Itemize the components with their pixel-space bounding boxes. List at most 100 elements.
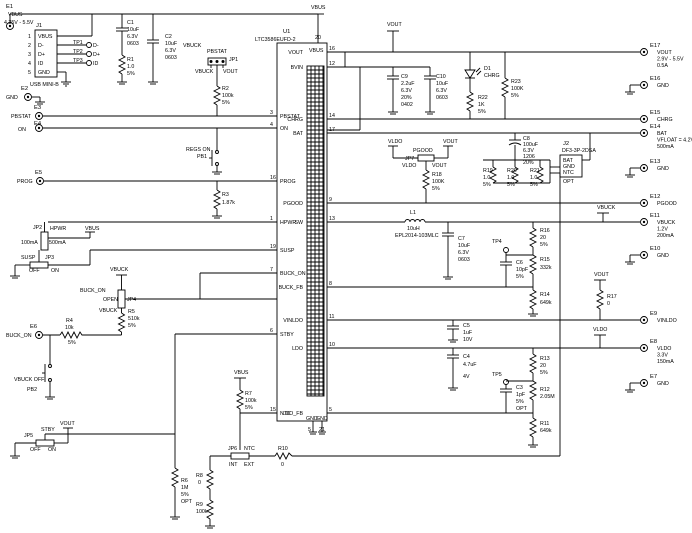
- testpoint-tp5[interactable]: TP5: [492, 372, 509, 389]
- r4-tol: 5%: [68, 340, 76, 346]
- ic-pin-left-num: 7: [270, 267, 273, 273]
- testpoint-tp3[interactable]: [86, 60, 92, 66]
- resistor-r1: R1 1.0 5%: [117, 54, 135, 85]
- ic-pin-right-name: SW: [294, 220, 303, 226]
- net-bat: [327, 132, 640, 161]
- r16-ref: R16: [540, 228, 550, 234]
- jumper-jp3[interactable]: SUSP JP3 OFF ON: [10, 249, 277, 279]
- testpoint-tp2[interactable]: [86, 51, 92, 57]
- jumper-jp1[interactable]: VBUCK PBSTAT JP1 VBUCK VOUT: [183, 43, 238, 86]
- r22-value: 1K: [478, 102, 485, 108]
- resistor-r14: R14 649k: [528, 289, 552, 317]
- jumper-jp7[interactable]: VLDO VOUT PGOOD JP7 VLDO VOUT: [388, 139, 458, 170]
- resistor-r9: R9 100k: [196, 499, 215, 529]
- r11-value: 649k: [540, 428, 552, 434]
- c3-opt: OPT: [516, 406, 528, 412]
- jumper-jp4[interactable]: VBUCK BUCK_ON OPEN JP4 VBUCK: [80, 267, 277, 314]
- r6-opt: OPT: [181, 499, 193, 505]
- jp5-on: ON: [48, 447, 56, 453]
- inductor-l1: L1 10uH EPL2014-103MLC: [395, 210, 439, 239]
- r22-tol: 5%: [478, 109, 486, 115]
- jp1-ref: JP1: [229, 57, 238, 63]
- c3-value: 1pF: [516, 392, 526, 398]
- terminal-e1[interactable]: E1 VBUS 4.35V - 5.5V: [4, 4, 92, 30]
- ic-thermal-pad: [307, 66, 324, 396]
- ic-pin-right-name: CHRG: [287, 117, 303, 123]
- terminal-e3[interactable]: E3 PBSTAT: [11, 105, 277, 120]
- terminal-e4[interactable]: E4 ON: [18, 121, 277, 150]
- r13-value: 20: [540, 363, 546, 369]
- r5-value: 510k: [128, 316, 140, 322]
- c7-ref: C7: [458, 236, 465, 242]
- r8-value: 0: [198, 480, 201, 486]
- resistor-r18: R18 100K 5%: [421, 169, 445, 203]
- ic-pin-right-num: 13: [329, 216, 335, 222]
- net-vinldo: [327, 319, 640, 326]
- terminal-e2[interactable]: E2 GND: [6, 86, 45, 105]
- vbus-rail: [92, 13, 318, 40]
- resistor-r8: R8 0: [196, 469, 215, 500]
- net-sw: VBUCK: [327, 205, 640, 233]
- j1-testpoint-signal: ID: [93, 61, 98, 67]
- pb2-label: VBUCK OFF: [14, 377, 45, 383]
- jumper-jp5[interactable]: VOUT STBY JP5 OFF ON: [10, 336, 75, 459]
- ic-pin-right-name: PGOOD: [283, 201, 303, 207]
- terminal-label: VOUT: [657, 50, 672, 56]
- jp2-vbus: VBUS: [85, 226, 100, 232]
- jp4-vbuck-b: VBUCK: [99, 308, 118, 314]
- ic-pin-right-num: 5: [329, 407, 332, 413]
- resistor-r4: R4 10k 5%: [59, 318, 84, 346]
- jumper-jp6[interactable]: JP6 NTC INT EXT: [209, 446, 560, 470]
- ic-pin-right-num: 11: [329, 314, 335, 320]
- c2-voltage: 6.3V: [165, 48, 176, 54]
- j1-testpoint-label: TP1: [73, 40, 83, 46]
- c9-value: 2.2uF: [401, 81, 415, 87]
- terminal-label: 150mA: [657, 359, 674, 365]
- c3-tol: 5%: [516, 399, 524, 405]
- terminal-ref: E11: [650, 213, 660, 219]
- cap-c7: C7 10uF 6.3V 0603: [442, 232, 471, 280]
- terminal-e6[interactable]: E6 BUCK_ON: [6, 324, 122, 364]
- terminal-ref: E15: [650, 110, 660, 116]
- net-ldo: VLDO: [327, 327, 640, 355]
- pushbutton-pb2[interactable]: VBUCK OFF PB2: [14, 364, 55, 400]
- r1-value: 1.0: [127, 64, 134, 70]
- terminal-label: GND: [657, 83, 669, 89]
- ic-pins: 3PBSTAT4ON16PROG1HPWR19SUSP7BUCK_ON6STBY…: [270, 46, 335, 417]
- vout-label: VOUT: [387, 22, 402, 28]
- led-d1: D1 CHRG: [464, 66, 500, 92]
- testpoint-tp1[interactable]: [86, 42, 92, 48]
- pushbutton-pb1[interactable]: REGS ON PB1: [186, 147, 222, 175]
- e2-ref: E2: [21, 86, 28, 92]
- jp5-stby: STBY: [41, 427, 55, 433]
- jp6-ntc: NTC: [244, 446, 255, 452]
- r17-vout: VOUT: [594, 272, 609, 278]
- cap-c10: C10 10uF 6.3V 0603: [424, 67, 449, 115]
- jp4-ref: JP4: [127, 297, 136, 303]
- terminal-e5[interactable]: E5 PROG: [17, 170, 277, 190]
- tp5-ref: TP5: [492, 372, 502, 378]
- jumper-jp2[interactable]: JP2 HPWR VBUS 100mA 500mA: [21, 221, 277, 251]
- ic-designator: U1: [283, 29, 290, 35]
- jp7-ref: JP7: [405, 156, 414, 162]
- net-vout: VOUT: [327, 22, 640, 131]
- ic-pin-right-name: VINLDO: [283, 318, 303, 324]
- terminal-label: 3.3V: [657, 353, 668, 359]
- c10-package: 0603: [436, 95, 448, 101]
- ic-pin-left-name: PROG: [280, 179, 296, 185]
- j2-ref: J2: [563, 141, 569, 147]
- c8-package: 1206: [523, 154, 535, 160]
- j1-testpoint-label: TP3: [73, 58, 83, 64]
